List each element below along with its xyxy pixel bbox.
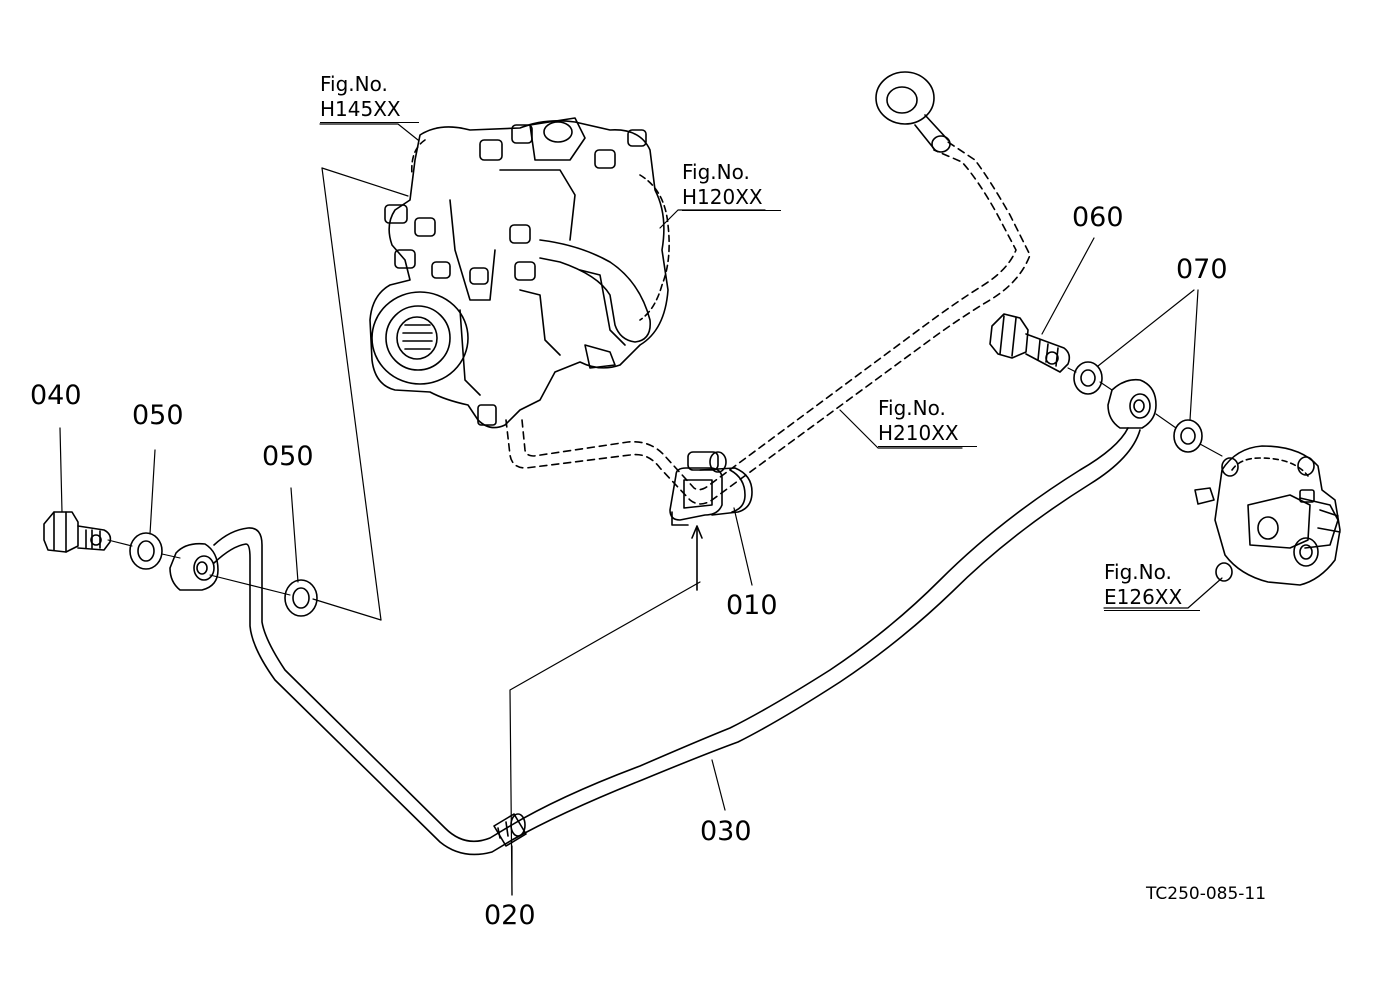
eye-fitting-top bbox=[875, 71, 951, 153]
hydraulic-pump-assembly bbox=[369, 117, 670, 429]
washer-050-left bbox=[129, 532, 163, 570]
fig-ref-h145-number: H145XX bbox=[320, 97, 419, 123]
part-label-040: 040 bbox=[30, 380, 82, 411]
drawing-code: TC250-085-11 bbox=[1146, 884, 1267, 904]
fig-ref-h210-prefix: Fig.No. bbox=[878, 396, 946, 420]
banjo-bolt-040 bbox=[43, 511, 112, 553]
leader-fig-e126 bbox=[1103, 577, 1223, 609]
fig-ref-e126: Fig.No. E126XX bbox=[1104, 560, 1201, 611]
leader-050a bbox=[149, 449, 156, 535]
pump-bracket-line-b bbox=[321, 167, 382, 621]
part-label-050-right: 050 bbox=[262, 441, 314, 472]
fig-ref-h120-prefix: Fig.No. bbox=[682, 160, 750, 184]
banjo-bolt-060 bbox=[989, 313, 1071, 373]
leader-020 bbox=[509, 581, 701, 896]
fig-ref-e126-number: E126XX bbox=[1104, 585, 1201, 611]
axis-left-stack bbox=[107, 539, 291, 596]
pump-bracket-line-a bbox=[321, 167, 409, 197]
fig-ref-h145: Fig.No. H145XX bbox=[320, 72, 419, 123]
leader-030 bbox=[711, 759, 726, 811]
leader-fig-h145 bbox=[319, 123, 419, 141]
pipe-sleeve-020 bbox=[493, 813, 527, 847]
washer-070-lower bbox=[1173, 419, 1203, 453]
fuel-pump-engine-side bbox=[1194, 445, 1341, 586]
leader-060 bbox=[1041, 237, 1095, 335]
leader-050b bbox=[290, 487, 299, 583]
part-label-030: 030 bbox=[700, 816, 752, 847]
part-label-050-left: 050 bbox=[132, 400, 184, 431]
part-label-020: 020 bbox=[484, 900, 536, 931]
leader-070b bbox=[1189, 289, 1199, 421]
fig-ref-h120-number: H120XX bbox=[682, 185, 781, 211]
fig-ref-h145-prefix: Fig.No. bbox=[320, 72, 388, 96]
washer-070-upper bbox=[1073, 361, 1103, 395]
eye-fitting-left bbox=[169, 542, 219, 591]
leader-fig-h210 bbox=[839, 409, 963, 449]
part-label-070: 070 bbox=[1176, 254, 1228, 285]
fig-ref-h210: Fig.No. H210XX bbox=[878, 396, 977, 447]
leader-010 bbox=[733, 507, 753, 586]
pump-bracket-line-c bbox=[312, 598, 382, 621]
fig-ref-h210-number: H210XX bbox=[878, 421, 977, 447]
pipe-clamp-010 bbox=[669, 451, 753, 526]
leader-fig-h120 bbox=[659, 209, 766, 229]
leader-040 bbox=[59, 427, 63, 513]
fig-ref-h120: Fig.No. H120XX bbox=[682, 160, 781, 211]
part-label-010: 010 bbox=[726, 590, 778, 621]
fig-ref-e126-prefix: Fig.No. bbox=[1104, 560, 1172, 584]
eye-fitting-right bbox=[1107, 378, 1157, 429]
part-label-060: 060 bbox=[1072, 202, 1124, 233]
return-pipe-dashed bbox=[505, 139, 1031, 505]
axis-right-stack bbox=[1067, 367, 1223, 457]
leader-070a bbox=[1097, 289, 1195, 367]
washer-050-right bbox=[284, 579, 318, 617]
supply-pipe-030 bbox=[213, 427, 1141, 856]
